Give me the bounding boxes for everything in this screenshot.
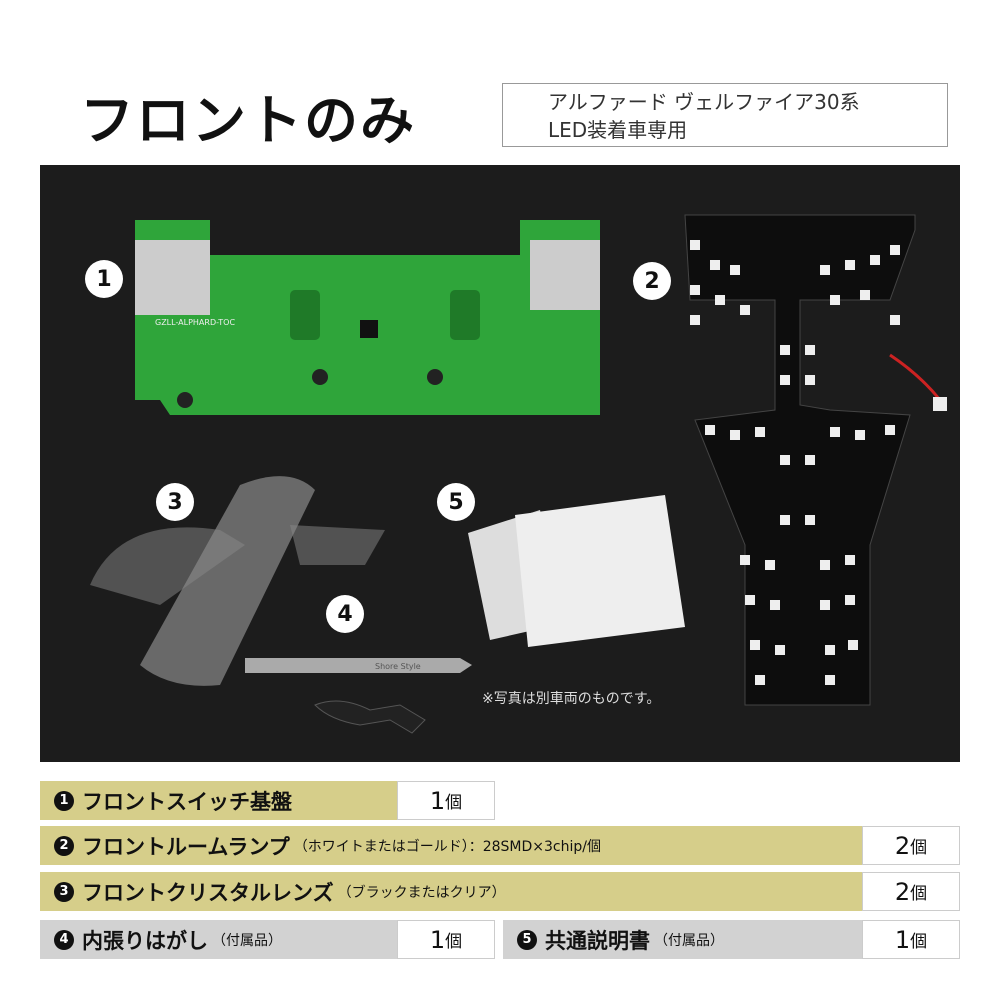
label-2: 2 [633,262,671,300]
product-illustration: GZLL-ALPHARD-TOC Shore Style [90,214,947,734]
item-qty: 2 [894,831,911,860]
item-unit: 個 [445,932,463,952]
item-name: 共通説明書 [545,928,650,953]
room-lamp [684,214,947,706]
item-number: 2 [54,835,74,856]
item-unit: 個 [910,884,928,904]
item-qty: 1 [429,786,446,815]
product-photo: GZLL-ALPHARD-TOC Shore Style 1 2 3 4 5 ※… [40,165,960,762]
item-unit: 個 [910,838,928,858]
pcb-label: GZLL-ALPHARD-TOC [155,318,235,327]
label-5: 5 [437,483,475,521]
compatibility-box: アルファード ヴェルファイア30系 LED装着車専用 [502,83,948,147]
page-title: フロントのみ [80,89,416,152]
item-name: 内張りはがし [82,928,208,953]
switch-board: GZLL-ALPHARD-TOC [135,220,600,415]
label-4: 4 [326,595,364,633]
item-qty: 2 [894,877,911,906]
item-qty: 1 [894,925,911,954]
label-3: 3 [156,483,194,521]
tool-brand: Shore Style [375,662,421,671]
item-number: 3 [54,881,74,902]
item-number: 1 [54,790,74,811]
item-number: 4 [54,929,74,950]
crystal-lens [90,476,385,686]
item-unit: 個 [445,793,463,813]
subtitle-line1: アルファード ヴェルファイア30系 [548,90,860,114]
item-sub: （ホワイトまたはゴールド）：28SMD×3chip/個 [293,838,601,855]
subtitle-line2: LED装着車専用 [548,118,688,142]
item-unit: 個 [910,932,928,952]
item-sub: （ブラックまたはクリア） [337,884,506,901]
item-sub: （付属品） [212,932,282,949]
label-1: 1 [85,260,123,298]
item-row-2: 2 フロントルームランプ（ホワイトまたはゴールド）：28SMD×3chip/個 2… [40,826,960,865]
item-name: フロントクリスタルレンズ [82,880,334,905]
instruction-manuals [468,495,685,647]
item-number: 5 [517,929,537,950]
photo-note: ※写真は別車両のものです。 [482,691,661,707]
item-sub: （付属品） [654,932,724,949]
item-name: フロントルームランプ [82,834,290,859]
item-name: フロントスイッチ基盤 [82,789,292,814]
trim-removal-tool: Shore Style [245,658,472,734]
item-qty: 1 [429,925,446,954]
led-chips [690,240,900,685]
